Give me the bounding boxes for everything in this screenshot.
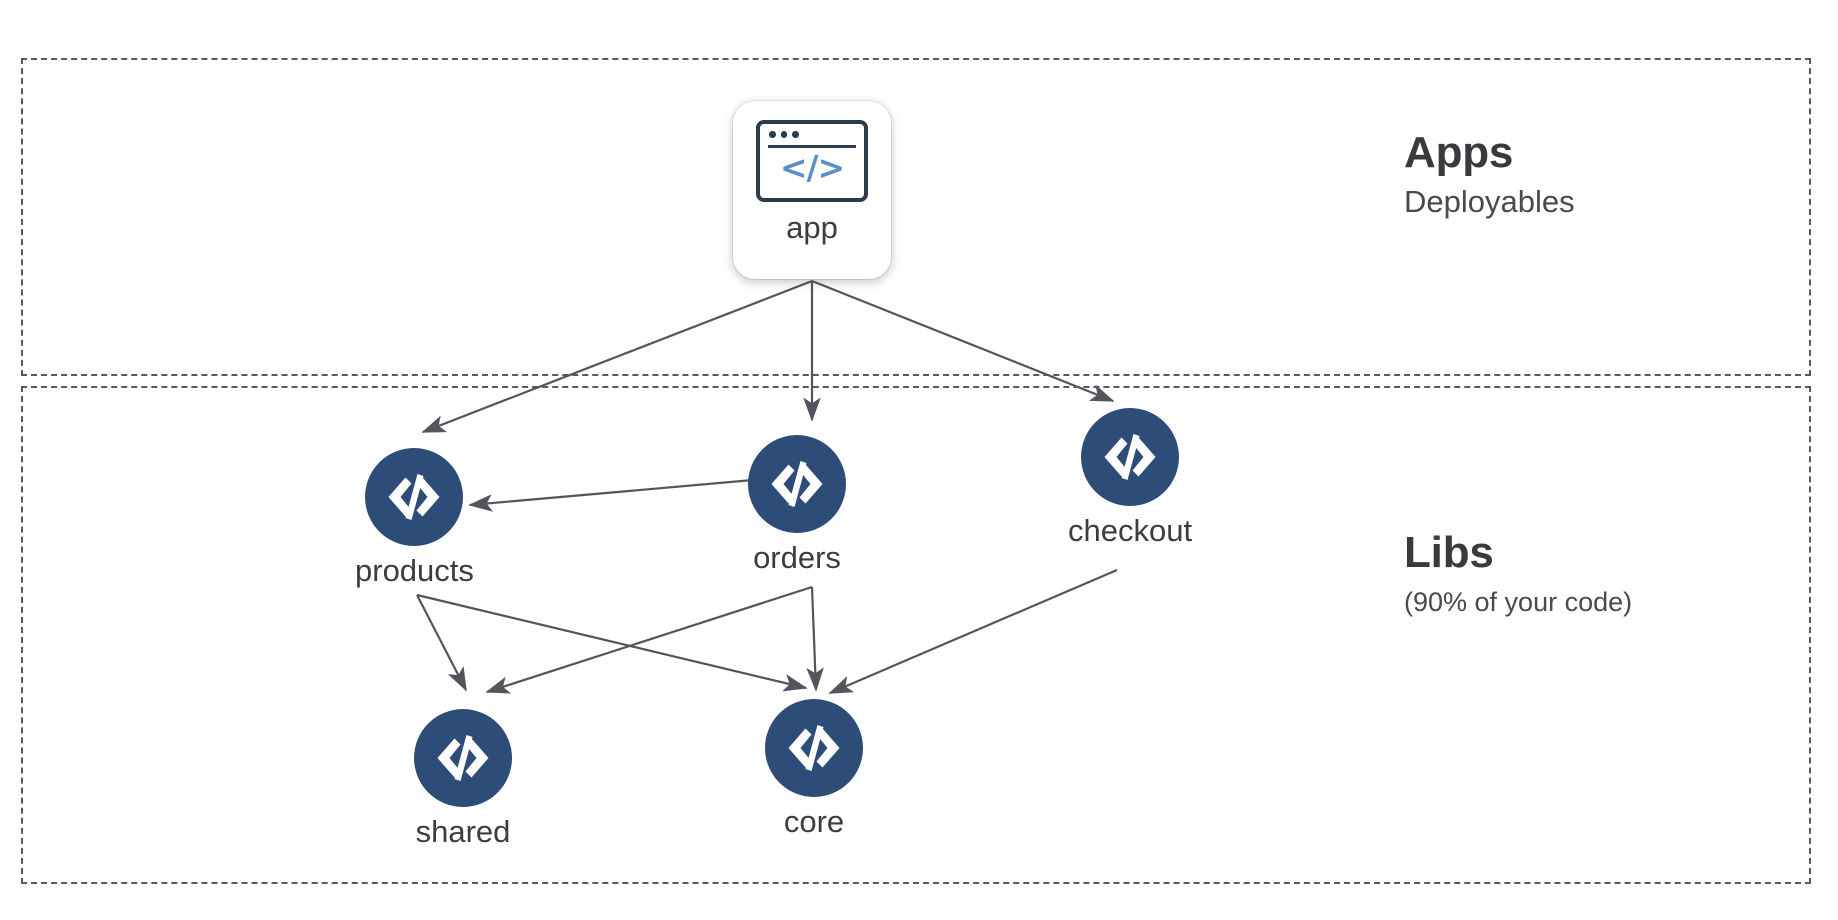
code-brackets-icon bbox=[1081, 408, 1180, 506]
zone-caption-libs: Libs (90% of your code) bbox=[1404, 527, 1632, 619]
zone-caption-apps: Apps Deployables bbox=[1404, 127, 1575, 220]
code-brackets-icon bbox=[414, 709, 512, 807]
zone-libs-subtitle: (90% of your code) bbox=[1404, 586, 1633, 617]
zone-apps-subtitle: Deployables bbox=[1404, 183, 1575, 219]
code-brackets-icon bbox=[365, 448, 464, 546]
lib-node-products[interactable]: products bbox=[355, 448, 474, 586]
zone-apps-title: Apps bbox=[1404, 128, 1514, 177]
lib-node-label: core bbox=[783, 804, 845, 839]
lib-node-label: products bbox=[355, 553, 474, 588]
zone-libs bbox=[21, 386, 1811, 884]
code-brackets-glyph: </> bbox=[779, 148, 845, 187]
lib-node-label: shared bbox=[415, 814, 511, 849]
code-brackets-icon bbox=[748, 435, 846, 533]
browser-titlebar-rule bbox=[768, 145, 856, 148]
lib-node-core[interactable]: core bbox=[765, 699, 863, 837]
lib-node-checkout[interactable]: checkout bbox=[1068, 408, 1192, 546]
browser-dots-icon bbox=[769, 131, 799, 138]
app-node-label: app bbox=[786, 210, 838, 245]
code-brackets-icon bbox=[765, 699, 863, 797]
app-node-app[interactable]: </> app bbox=[733, 101, 891, 279]
lib-node-shared[interactable]: shared bbox=[414, 709, 512, 847]
zone-libs-title: Libs bbox=[1404, 528, 1494, 577]
lib-node-label: checkout bbox=[1068, 513, 1193, 548]
browser-window-code-icon: </> bbox=[756, 120, 868, 202]
lib-node-orders[interactable]: orders bbox=[748, 435, 846, 573]
lib-node-label: orders bbox=[753, 540, 841, 575]
